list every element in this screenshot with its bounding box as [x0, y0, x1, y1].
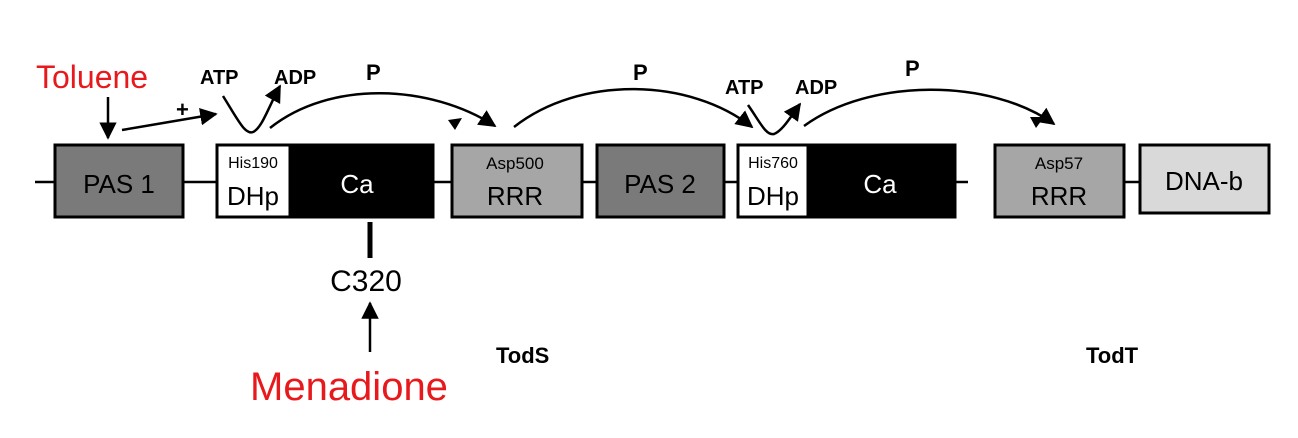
- pas2-label: PAS 2: [624, 169, 696, 199]
- todt-label: TodT: [1086, 343, 1139, 368]
- ca2-domain: Ca: [806, 143, 957, 219]
- his760-label: His760: [748, 155, 798, 172]
- autophosphorylation-1: ATP ADP: [200, 67, 316, 134]
- adp-label-1: ADP: [274, 67, 316, 89]
- dna-binding-box: [1138, 143, 1271, 215]
- dhp2-domain: His760 DHp: [736, 143, 810, 219]
- atp-adp-arrow-2: [746, 102, 802, 136]
- pas1-domain: PAS 1: [53, 143, 185, 219]
- rrr2-label: RRR: [1031, 181, 1087, 211]
- dhp2-label: DHp: [747, 181, 799, 211]
- dhp2-box: [736, 143, 810, 219]
- toluene-signal: Toluene +: [36, 59, 218, 140]
- his190-label: His190: [228, 155, 278, 172]
- phospho-label-3: P: [905, 56, 920, 81]
- atp-label-1: ATP: [200, 67, 239, 89]
- ca2-label: Ca: [863, 169, 897, 199]
- phosphotransfer-2: P: [513, 60, 754, 129]
- pas2-box: [595, 143, 726, 219]
- c320-residue: C320: [330, 222, 402, 352]
- dhp1-domain: His190 DHp: [215, 143, 292, 219]
- dna-binding-domain: DNA-b: [1138, 143, 1271, 215]
- phosphotransfer-arrow-3: [803, 88, 1056, 128]
- phosphotransfer-arrow-1: [269, 92, 497, 129]
- atp-adp-arrow-1: [221, 84, 282, 134]
- atp-label-2: ATP: [725, 77, 764, 99]
- rrr1-domain: Asp500 RRR: [450, 143, 584, 219]
- pas1-box: [53, 143, 185, 219]
- arrow-tick: [1030, 117, 1044, 128]
- rrr2-box: [993, 143, 1126, 219]
- rrr1-box: [450, 143, 584, 219]
- dna-binding-label: DNA-b: [1165, 166, 1243, 196]
- asp57-label: Asp57: [1035, 154, 1083, 173]
- ca1-label: Ca: [340, 169, 374, 199]
- asp500-label: Asp500: [486, 154, 544, 173]
- c320-label: C320: [330, 265, 402, 298]
- ca1-domain: Ca: [288, 143, 435, 219]
- activation-arrow: [121, 108, 218, 132]
- phosphotransfer-arrow-2: [513, 87, 754, 129]
- phosphotransfer-1: P: [269, 60, 497, 130]
- ca1-box: [288, 143, 435, 219]
- phospho-label-1: P: [366, 60, 381, 85]
- dhp1-box: [215, 143, 292, 219]
- adp-label-2: ADP: [795, 77, 837, 99]
- arrow-tick: [448, 118, 462, 130]
- rrr1-label: RRR: [487, 181, 543, 211]
- rrr2-domain: Asp57 RRR: [993, 143, 1126, 219]
- ca2-box: [806, 143, 957, 219]
- plus-sign: +: [176, 97, 189, 122]
- autophosphorylation-2: ATP ADP: [725, 77, 837, 136]
- toluene-label: Toluene: [36, 59, 148, 95]
- dhp1-label: DHp: [227, 181, 279, 211]
- phosphotransfer-3: P: [803, 56, 1056, 128]
- pas1-label: PAS 1: [83, 169, 155, 199]
- tods-label: TodS: [496, 343, 549, 368]
- menadione-label: Menadione: [250, 365, 448, 409]
- pas2-domain: PAS 2: [595, 143, 726, 219]
- phospho-label-2: P: [633, 60, 648, 85]
